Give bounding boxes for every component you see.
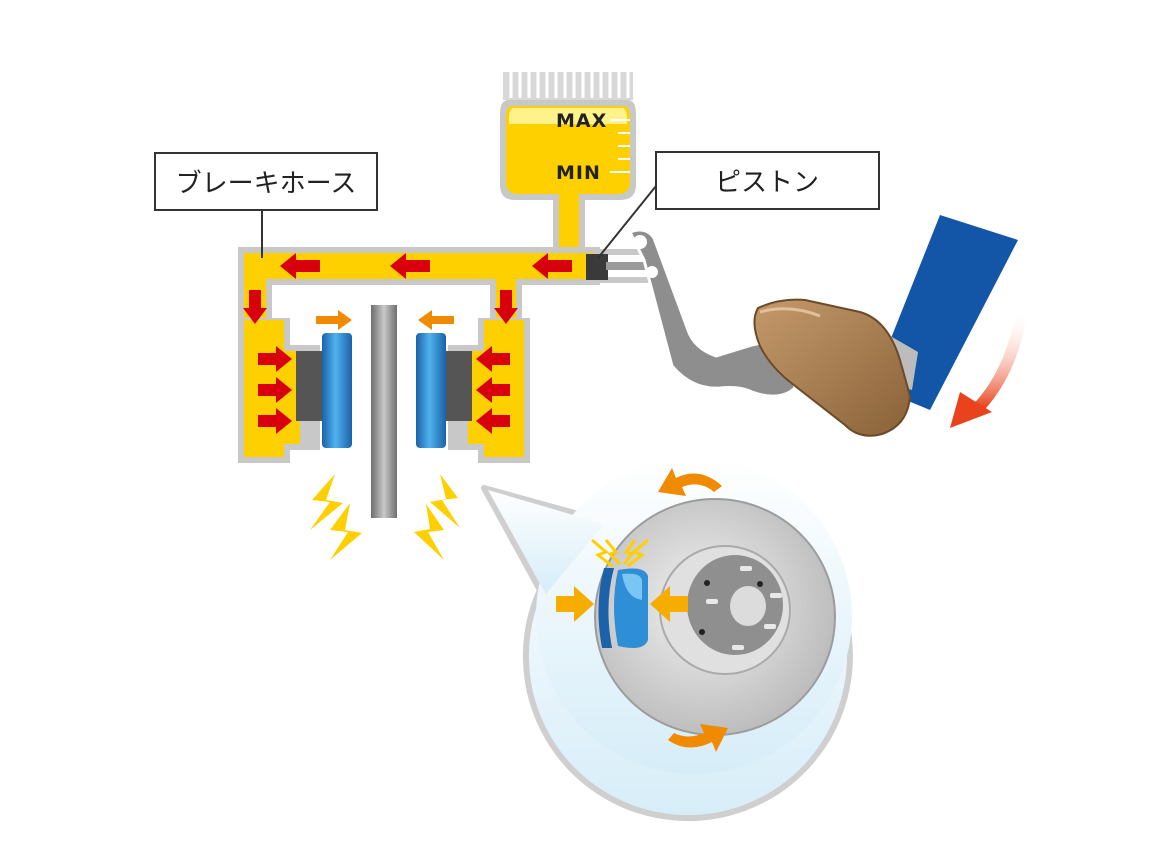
friction-sparks: [310, 474, 460, 560]
piston-leader: [597, 185, 657, 259]
foot-icon: [753, 215, 1018, 437]
brake-rotor: [371, 305, 397, 518]
rotation-arrow-icon: [668, 724, 728, 752]
spark-icon: [330, 503, 362, 560]
spark-icon: [414, 504, 444, 560]
zoom-bubble: [481, 458, 853, 822]
pressure-arrow-icon: [258, 346, 292, 372]
clamp-arrow-icon: [556, 586, 594, 622]
spark-icon: [591, 538, 613, 568]
right-backing-plate: [446, 351, 472, 421]
brake-hose-callout: ブレーキホース: [154, 152, 378, 258]
piston-label: ピストン: [715, 168, 819, 198]
pressure-arrow-icon: [258, 377, 292, 403]
clamp-arrow-icon: [650, 586, 688, 622]
pressure-arrows: [243, 253, 572, 434]
pressure-arrow-icon: [476, 408, 510, 434]
min-label: MIN: [556, 162, 601, 184]
zoom-brake-pad: [598, 568, 648, 648]
piston-callout: ピストン: [597, 151, 880, 259]
left-brake-pad: [322, 333, 352, 448]
spark-icon: [310, 474, 343, 530]
right-brake-pad: [416, 333, 446, 448]
pressure-arrow-icon: [532, 253, 572, 279]
piston-head: [586, 254, 608, 280]
pressure-arrow-icon: [280, 253, 320, 279]
motion-arrow-icon: [418, 310, 454, 330]
motion-arrow-icon: [316, 310, 352, 330]
brake-disc: [594, 498, 836, 736]
left-backing-plate: [296, 351, 322, 421]
pressure-arrow-icon: [476, 346, 510, 372]
pressure-arrow-icon: [243, 290, 267, 324]
pressure-arrow-icon: [476, 377, 510, 403]
piston-rod: [606, 262, 648, 270]
rotation-arrows: [658, 468, 728, 752]
reservoir-cap: [503, 72, 633, 100]
spark-icon: [604, 539, 622, 566]
shoe: [753, 298, 912, 437]
spark-icon: [430, 474, 460, 528]
max-label: MAX: [556, 110, 607, 132]
zoom-sparks: [591, 538, 649, 568]
pad-motion-arrows: [316, 310, 454, 330]
brake-hose-label: ブレーキホース: [176, 169, 357, 199]
fluid-reservoir: MAX MIN: [500, 72, 636, 258]
pressure-arrow-icon: [494, 290, 518, 324]
pressure-arrow-icon: [390, 253, 430, 279]
spark-icon: [622, 539, 637, 565]
rotation-arrow-icon: [658, 468, 722, 496]
clamp-arrows: [556, 586, 688, 622]
press-direction-arrow: [950, 309, 1028, 428]
level-scale: [610, 119, 630, 173]
pressure-arrow-icon: [258, 408, 292, 434]
spark-icon: [627, 538, 649, 568]
